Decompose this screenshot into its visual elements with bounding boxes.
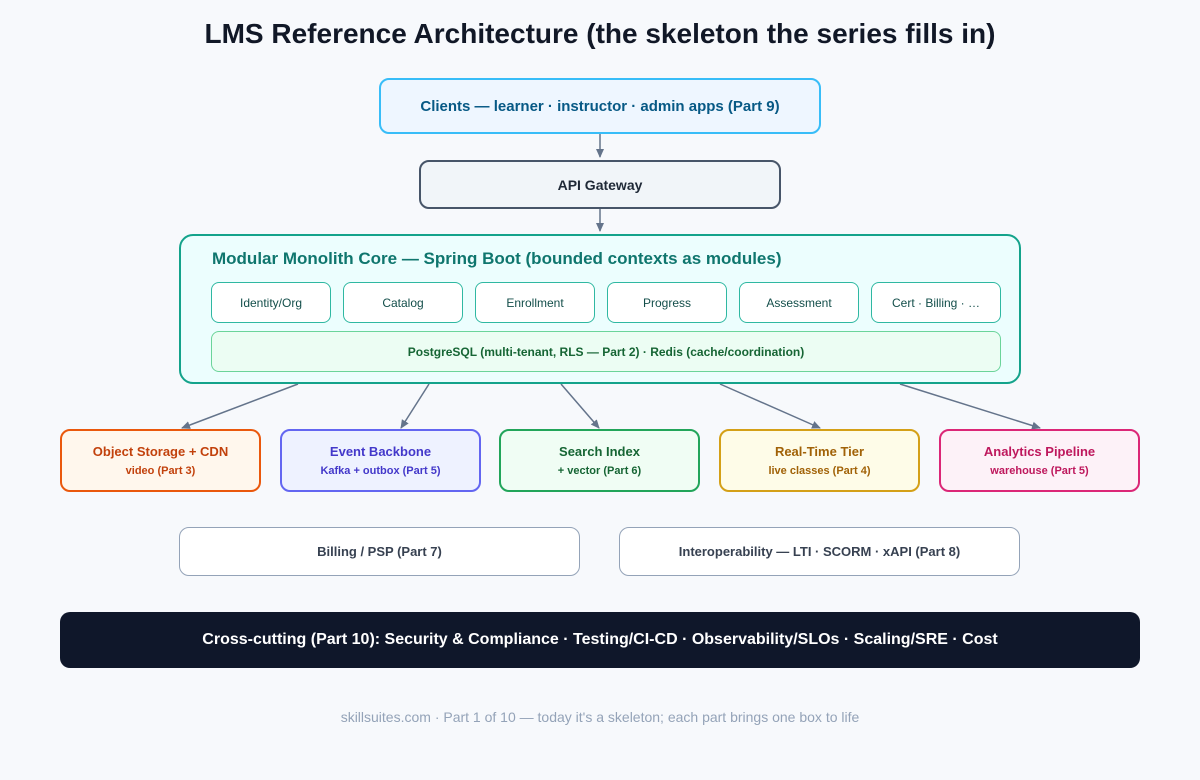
module-catalog: Catalog bbox=[343, 282, 463, 323]
monolith-core-box: Modular Monolith Core — Spring Boot (bou… bbox=[179, 234, 1021, 384]
object-storage-box: Object Storage + CDN video (Part 3) bbox=[60, 429, 261, 492]
arrow-core-to-search-index bbox=[560, 383, 600, 429]
diagram-title: LMS Reference Architecture (the skeleton… bbox=[204, 18, 996, 49]
arrow-core-to-object-storage bbox=[181, 383, 299, 429]
service-title: Analytics Pipeline bbox=[983, 444, 1096, 459]
service-subtitle: Kafka + outbox (Part 5) bbox=[320, 465, 441, 477]
module-cert-billing: Cert · Billing · … bbox=[871, 282, 1001, 323]
service-title: Event Backbone bbox=[329, 444, 432, 459]
service-subtitle: live classes (Part 4) bbox=[768, 465, 871, 477]
billing-psp-box: Billing / PSP (Part 7) bbox=[179, 527, 580, 576]
arrow-core-to-event-backbone bbox=[400, 383, 430, 429]
datastore-bar: PostgreSQL (multi-tenant, RLS — Part 2) … bbox=[211, 331, 1001, 372]
module-assessment: Assessment bbox=[739, 282, 859, 323]
api-gateway-box: API Gateway bbox=[419, 160, 781, 209]
search-index-box: Search Index + vector (Part 6) bbox=[499, 429, 700, 492]
analytics-pipeline-box: Analytics Pipeline warehouse (Part 5) bbox=[939, 429, 1140, 492]
module-progress: Progress bbox=[607, 282, 727, 323]
service-title: Real-Time Tier bbox=[774, 444, 865, 459]
service-title: Object Storage + CDN bbox=[92, 444, 229, 459]
clients-box: Clients — learner · instructor · admin a… bbox=[379, 78, 821, 134]
module-identity-org: Identity/Org bbox=[211, 282, 331, 323]
event-backbone-box: Event Backbone Kafka + outbox (Part 5) bbox=[280, 429, 481, 492]
interoperability-box: Interoperability — LTI · SCORM · xAPI (P… bbox=[619, 527, 1020, 576]
realtime-tier-box: Real-Time Tier live classes (Part 4) bbox=[719, 429, 920, 492]
arrow-core-to-analytics bbox=[899, 383, 1041, 430]
core-title: Modular Monolith Core — Spring Boot (bou… bbox=[212, 249, 782, 268]
footer-caption: skillsuites.com · Part 1 of 10 — today i… bbox=[340, 709, 860, 725]
cross-cutting-bar: Cross-cutting (Part 10): Security & Comp… bbox=[60, 612, 1140, 668]
module-enrollment: Enrollment bbox=[475, 282, 595, 323]
service-subtitle: + vector (Part 6) bbox=[557, 465, 642, 477]
service-subtitle: warehouse (Part 5) bbox=[990, 465, 1089, 477]
service-subtitle: video (Part 3) bbox=[125, 465, 196, 477]
arrow-core-to-realtime bbox=[719, 383, 821, 429]
service-title: Search Index bbox=[559, 444, 640, 459]
